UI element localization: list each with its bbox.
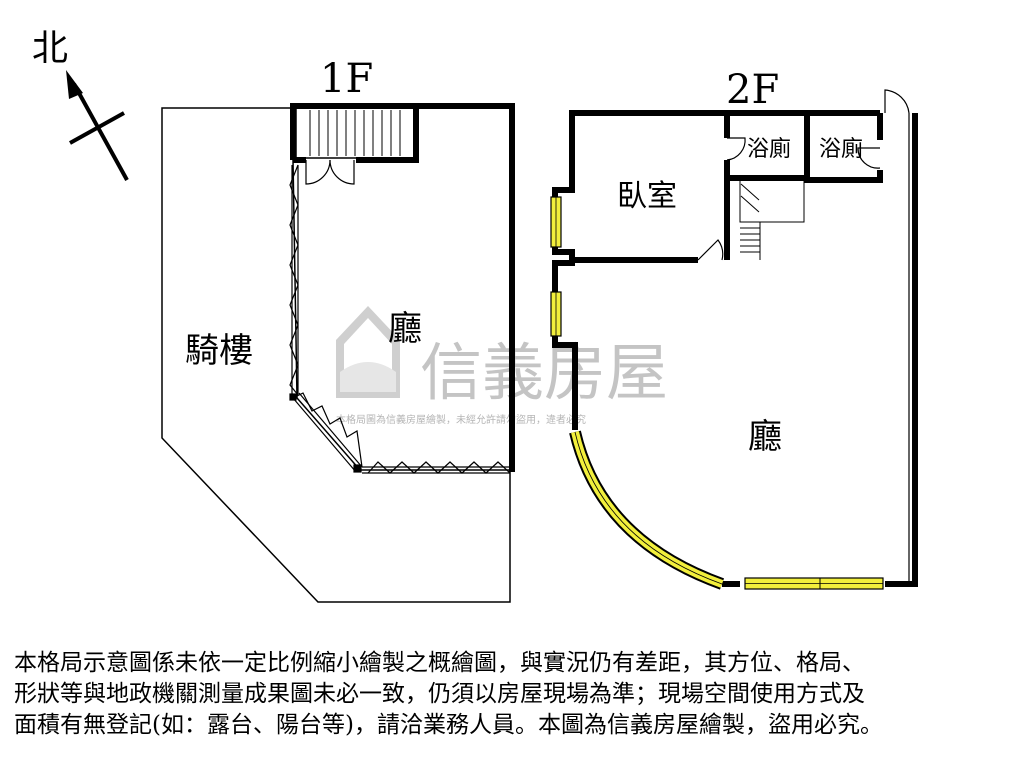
door-bath-2 bbox=[857, 147, 881, 169]
window-hall-west bbox=[550, 291, 562, 337]
staircase-1f bbox=[295, 107, 417, 159]
disclaimer-line-2: 形狀等與地政機關測量成果圖未必一致，仍須以房屋現場為準；現場空間使用方式及 bbox=[14, 681, 865, 707]
door-1f-stair bbox=[305, 159, 355, 185]
window-bedroom bbox=[550, 196, 562, 248]
floor-1f-title: 1F bbox=[320, 56, 373, 102]
disclaimer: 本格局示意圖係未依一定比例縮小繪製之概繪圖，與實況仍有差距，其方位、格局、 形狀… bbox=[14, 648, 1014, 741]
room-label-arcade: 騎樓 bbox=[185, 331, 253, 371]
watermark-note: 本格局圖為信義房屋繪製，未經允許請勿盜用，違者必究 bbox=[336, 413, 586, 426]
north-compass: 北 bbox=[32, 28, 129, 181]
floor-plan: 信義房屋 本格局圖為信義房屋繪製，未經允許請勿盜用，違者必究 北 1F bbox=[32, 28, 918, 603]
floor-2f-title: 2F bbox=[726, 67, 779, 113]
watermark-logo bbox=[336, 306, 400, 398]
watermark: 信義房屋 本格局圖為信義房屋繪製，未經允許請勿盜用，違者必究 bbox=[336, 306, 668, 426]
disclaimer-line-3: 面積有無登記(如：露台、陽台等)，請洽業務人員。本圖為信義房屋繪製，盜用必究。 bbox=[14, 712, 883, 738]
door-bath-1 bbox=[726, 137, 746, 161]
floor-1f: 1F bbox=[161, 56, 515, 603]
staircase-2f bbox=[739, 179, 805, 260]
walls-2f-inner bbox=[572, 113, 883, 263]
room-label-hall-2f: 廳 bbox=[748, 417, 782, 457]
door-bedroom bbox=[697, 239, 724, 261]
room-label-bath-2: 浴廁 bbox=[819, 137, 863, 162]
door-entry-2f bbox=[884, 89, 910, 114]
window-curved bbox=[569, 430, 725, 590]
compass-crossbar bbox=[69, 111, 125, 145]
compass-arrow-shaft bbox=[72, 83, 129, 181]
walls-2f-outer bbox=[552, 110, 918, 587]
floor-2f: 2F bbox=[550, 67, 918, 590]
disclaimer-line-1: 本格局示意圖係未依一定比例縮小繪製之概繪圖，與實況仍有差距，其方位、格局、 bbox=[14, 650, 865, 676]
folding-door-bottom bbox=[362, 461, 511, 474]
compass-label: 北 bbox=[32, 28, 68, 69]
folding-door-left bbox=[289, 164, 299, 396]
compass-arrowhead bbox=[66, 70, 83, 99]
room-label-bedroom: 臥室 bbox=[617, 179, 677, 214]
walls-1f bbox=[290, 103, 515, 472]
window-south bbox=[744, 577, 884, 590]
room-label-hall-1f: 廳 bbox=[388, 309, 422, 349]
room-label-bath-1: 浴廁 bbox=[747, 137, 791, 162]
folding-door-corner bbox=[289, 392, 363, 473]
watermark-brand: 信義房屋 bbox=[420, 336, 668, 409]
